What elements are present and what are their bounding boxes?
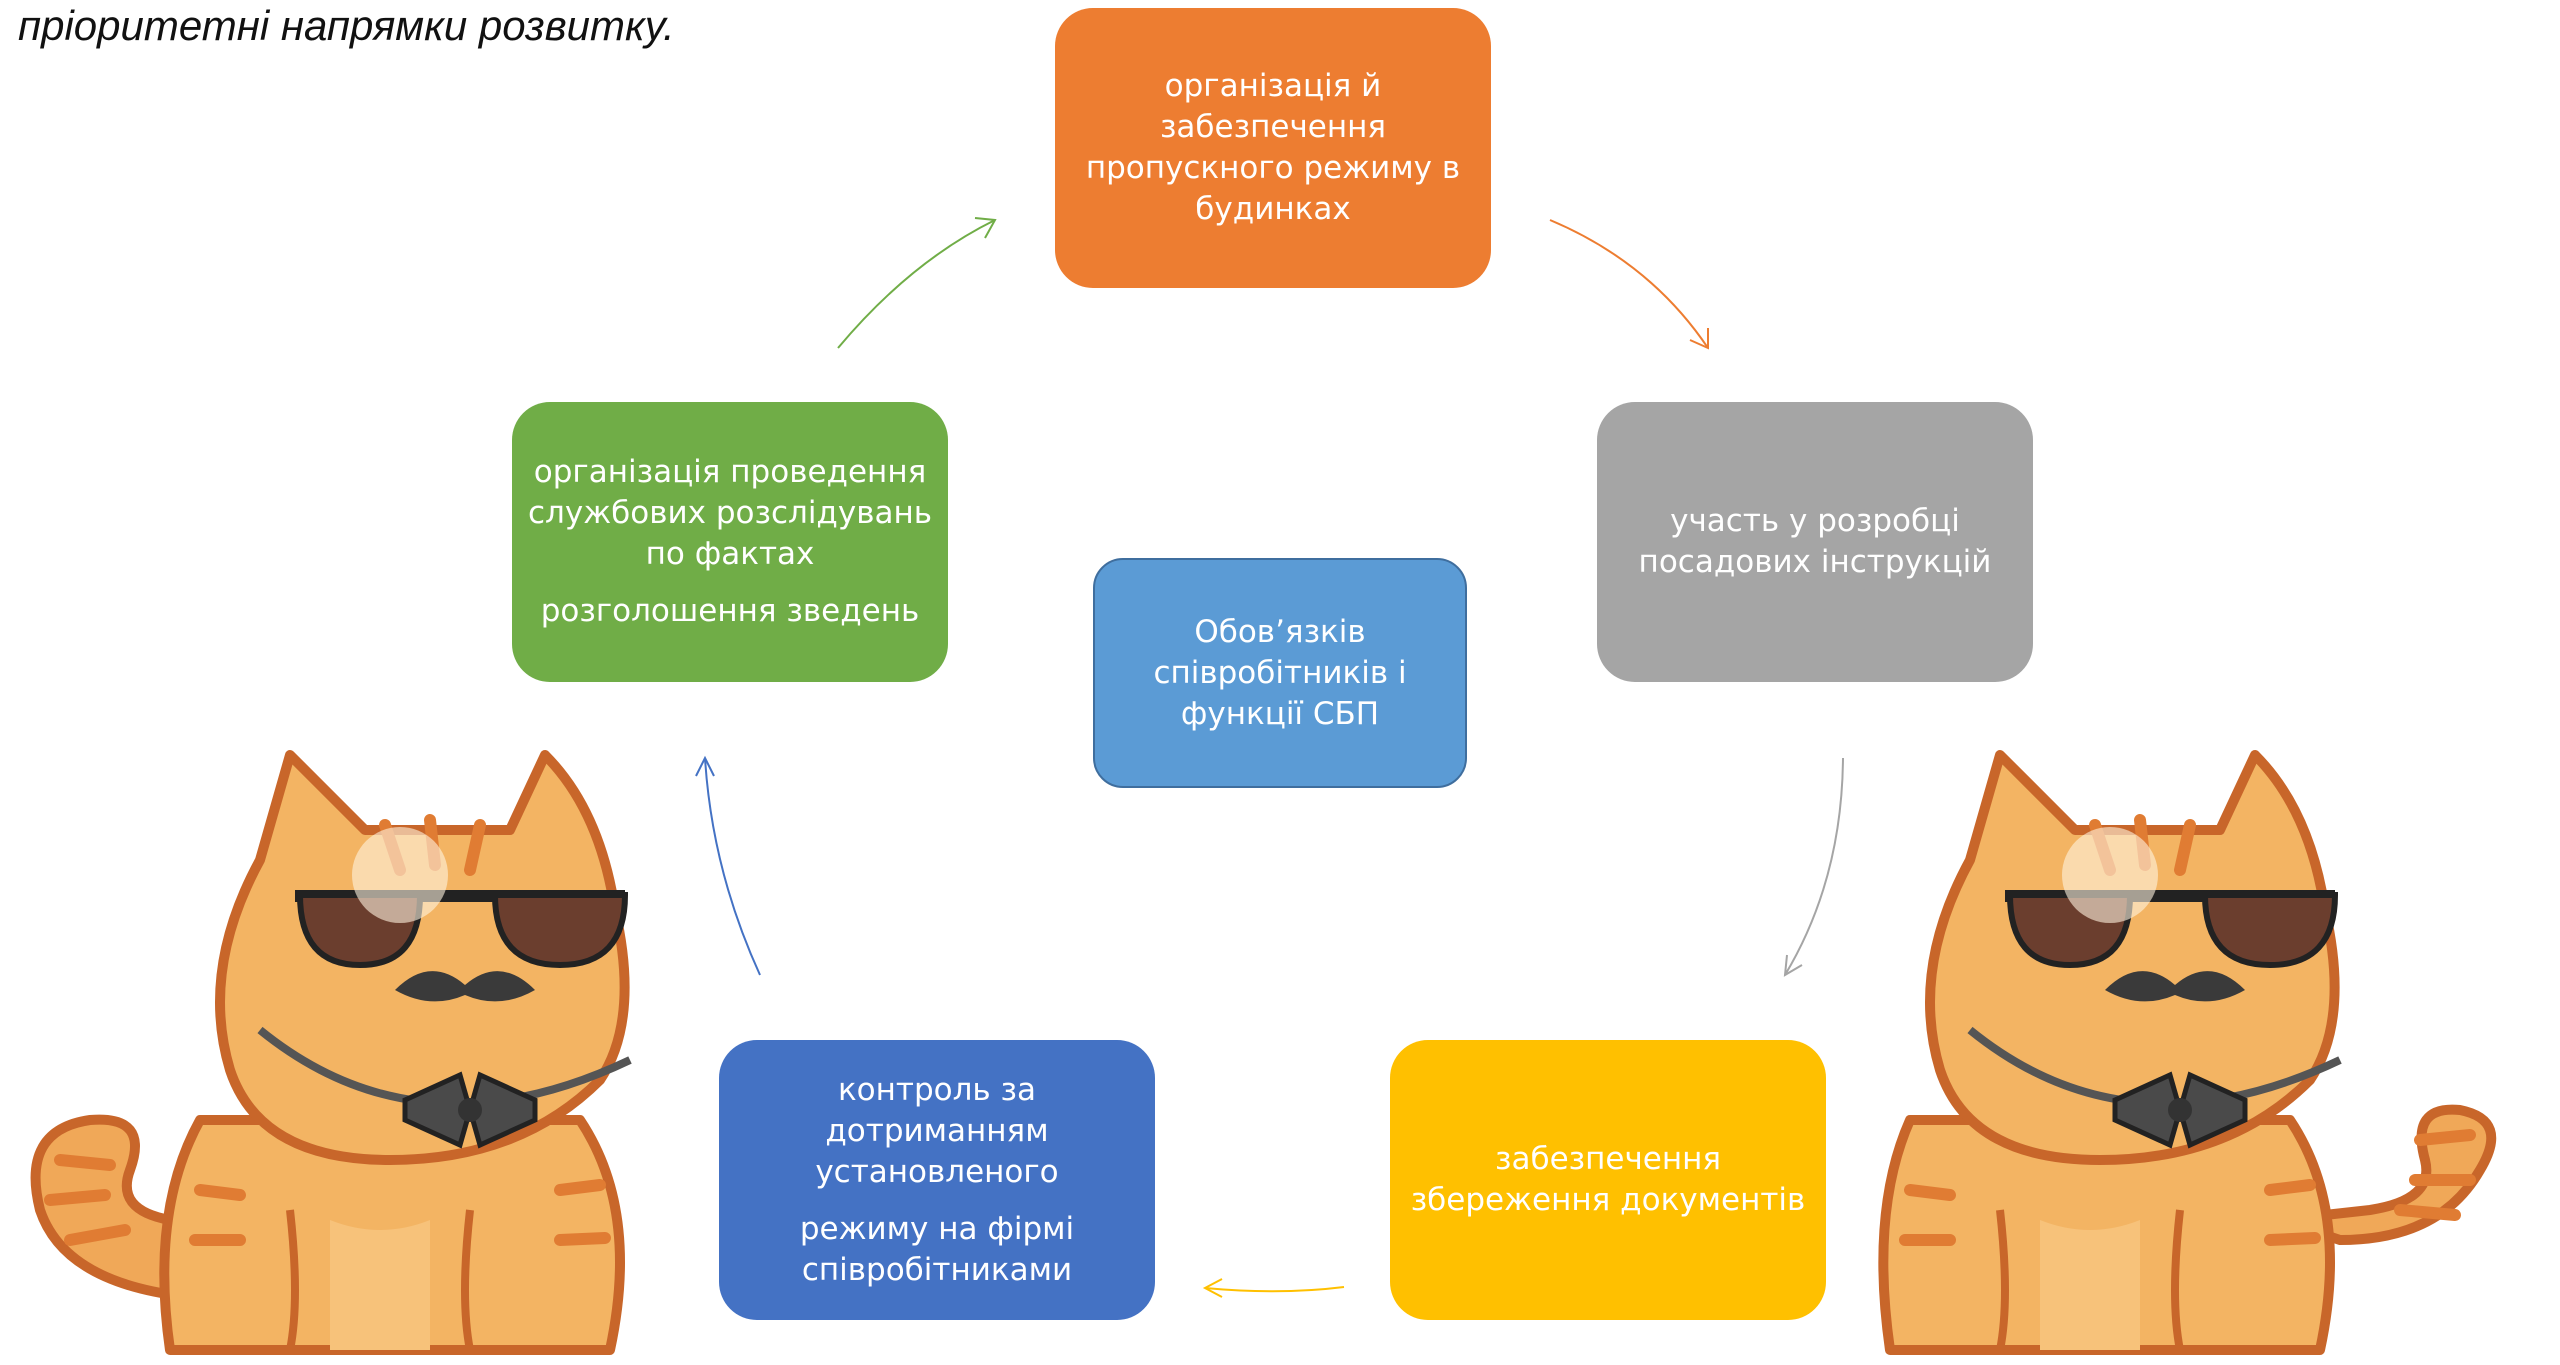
step-line: збереження документів [1410,1182,1806,1218]
arrow-left-to-top-head [974,217,997,239]
step-box-left: організація проведення службових розслід… [512,402,948,682]
arrow-right-to-bottom-right [1784,757,1844,976]
step-paragraph: участь у розробці посадових інструкцій [1639,501,1992,583]
arrow-top-to-right [1549,219,1709,349]
step-paragraph: організація й забезпечення пропускного р… [1086,66,1460,230]
arrow-bottom-left-to-left-head [695,755,715,777]
step-line: співробітниками [801,1251,1073,1288]
step-line: розголошення зведень [540,593,920,629]
step-line: пропускного режиму в [1085,150,1461,186]
step-line: службових розслідувань [528,495,933,531]
step-box-bottom-left: контроль за дотриманням установленого ре… [719,1040,1155,1320]
step-paragraph: контроль за дотриманням установленого [815,1070,1058,1193]
step-line: забезпечення [1494,1141,1722,1177]
step-line: участь у розробці [1670,503,1960,539]
step-line: установленого [815,1153,1059,1190]
step-box-top: організація й забезпечення пропускного р… [1055,8,1491,288]
step-line: організація й [1164,68,1382,104]
step-line: будинках [1195,191,1351,227]
step-line: дотриманням [825,1112,1049,1149]
arrow-bottom-right-to-bottom-left [1204,1286,1345,1293]
page-heading: пріоритетні напрямки розвитку. [18,2,675,49]
step-box-right: участь у розробці посадових інструкцій [1597,402,2033,682]
center-box-line: функції СБП [1180,695,1380,732]
arrow-bottom-left-to-left [704,757,761,976]
arrow-bottom-right-to-bottom-left-head [1202,1278,1223,1298]
step-paragraph: забезпечення збереження документів [1411,1139,1806,1221]
step-paragraph: розголошення зведень [541,591,920,632]
center-box: Обов’язків співробітників і функції СБП [1093,558,1467,788]
center-box-line: співробітників і [1153,654,1407,691]
arrow-top-to-right-head [1689,328,1709,350]
center-box-line: Обов’язків [1194,613,1366,650]
step-line: режиму на фірмі [799,1210,1075,1247]
arrow-left-to-top [837,219,996,349]
step-line: контроль за [837,1071,1037,1108]
arrow-right-to-bottom-right-head [1783,954,1803,977]
step-paragraph: організація проведення службових розслід… [528,452,932,575]
step-line: посадових інструкцій [1638,544,1992,580]
step-line: організація проведення [533,454,927,490]
step-paragraph: режиму на фірмі співробітниками [800,1209,1074,1291]
step-line: забезпечення [1159,109,1387,145]
step-box-bottom-right: забезпечення збереження документів [1390,1040,1826,1320]
step-line: по фактах [645,536,815,572]
